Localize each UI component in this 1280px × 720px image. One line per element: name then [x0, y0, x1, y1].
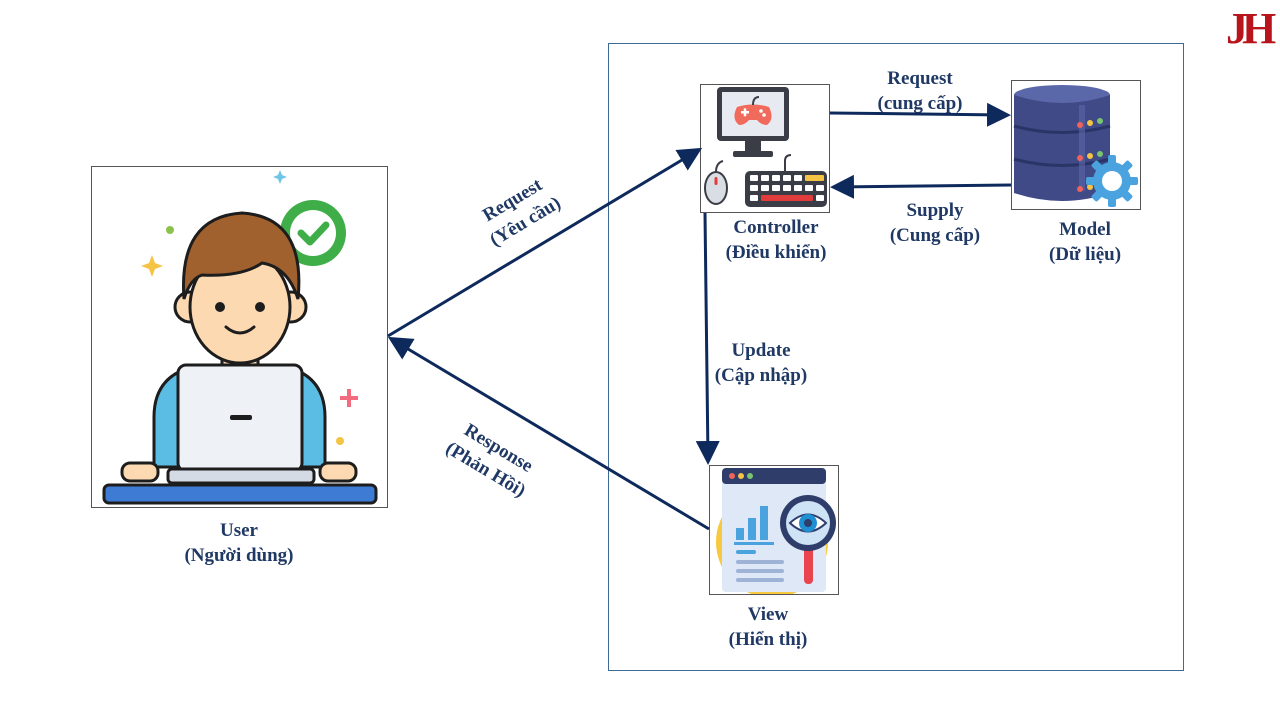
arrow-controller-to-view: [695, 212, 720, 465]
controller-node: [700, 84, 830, 213]
user-illustration-icon: [102, 170, 378, 505]
arrow-model-to-controller: [830, 174, 1012, 199]
game-controller-icon: [704, 87, 827, 207]
analytics-dashboard-icon: [716, 468, 836, 594]
view-label: View (Hiển thị): [698, 602, 838, 652]
view-subtitle: (Hiển thị): [728, 629, 808, 650]
user-title: User: [220, 520, 258, 541]
arrow-controller-to-model: [829, 102, 1011, 127]
mvc-container-frame: [608, 43, 1184, 671]
model-node: [1011, 80, 1141, 210]
user-node: [91, 166, 388, 508]
controller-subtitle: (Điều khiển): [725, 242, 827, 263]
view-title: View: [747, 604, 789, 625]
edge-label-supply: Supply (Cung cấp): [870, 198, 1000, 248]
edge-request2-title: Request: [887, 68, 953, 89]
edge-update-subtitle: (Cập nhập): [714, 365, 808, 386]
gear-icon: [1086, 155, 1138, 207]
edge-supply-title: Supply: [906, 200, 964, 221]
edge-update-title: Update: [731, 340, 791, 361]
view-node: [709, 465, 839, 595]
edge-supply-subtitle: (Cung cấp): [889, 225, 981, 246]
controller-label: Controller (Điều khiển): [700, 215, 852, 265]
model-label: Model (Dữ liệu): [1015, 217, 1155, 267]
arrow-user-to-controller: [387, 147, 703, 338]
model-subtitle: (Dữ liệu): [1048, 244, 1122, 265]
model-title: Model: [1059, 219, 1111, 240]
edge-label-update: Update (Cập nhập): [698, 338, 824, 388]
edge-label-request-cung-cap: Request (cung cấp): [860, 66, 980, 116]
jh-logo: JH: [1226, 4, 1276, 53]
user-label: User (Người dùng): [139, 518, 339, 568]
arrow-view-to-user: [387, 336, 710, 531]
edge-request2-subtitle: (cung cấp): [877, 93, 963, 114]
controller-title: Controller: [733, 217, 819, 238]
user-subtitle: (Người dùng): [184, 545, 294, 566]
database-server-icon: [1013, 85, 1138, 207]
